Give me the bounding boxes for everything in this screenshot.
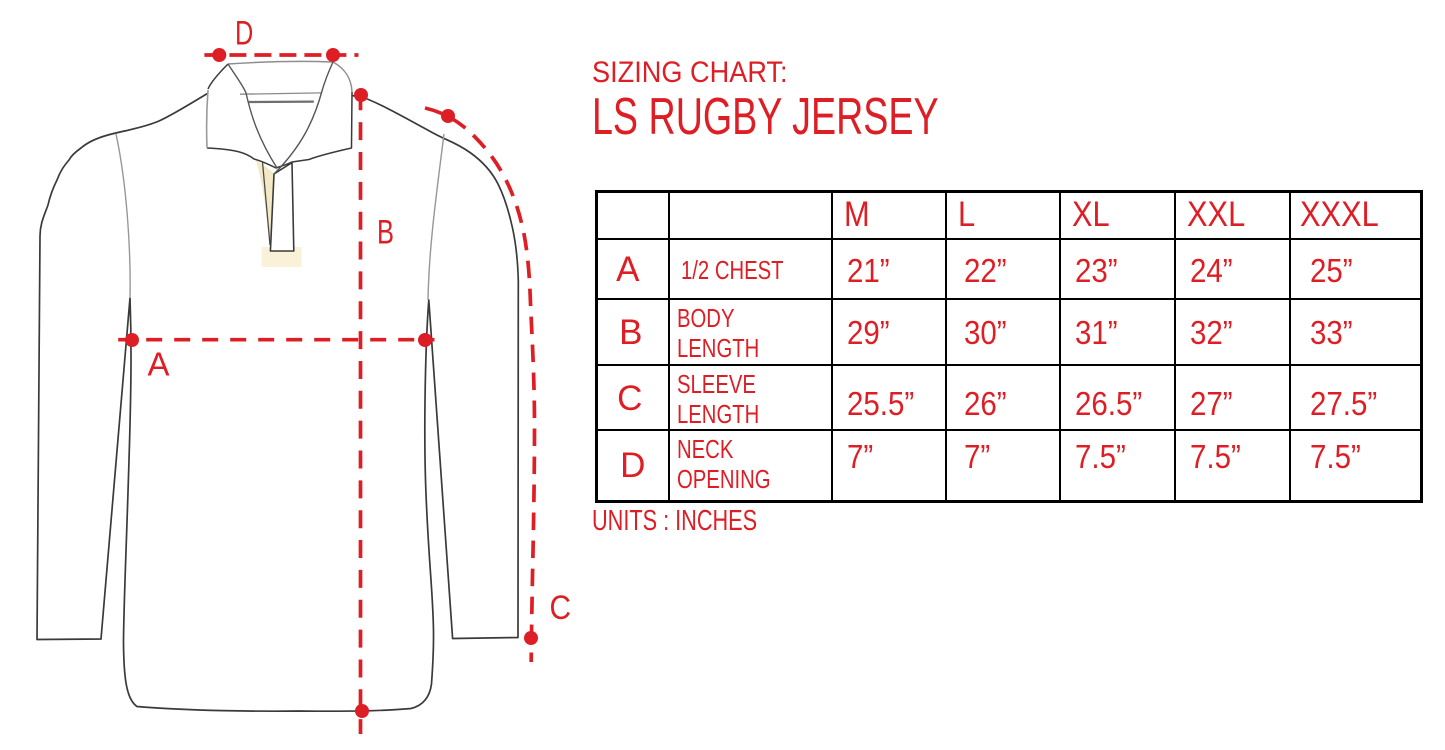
svg-text:D: D [235,14,253,52]
svg-text:C: C [550,589,572,627]
svg-text:B: B [377,214,394,252]
svg-text:A: A [148,346,170,383]
